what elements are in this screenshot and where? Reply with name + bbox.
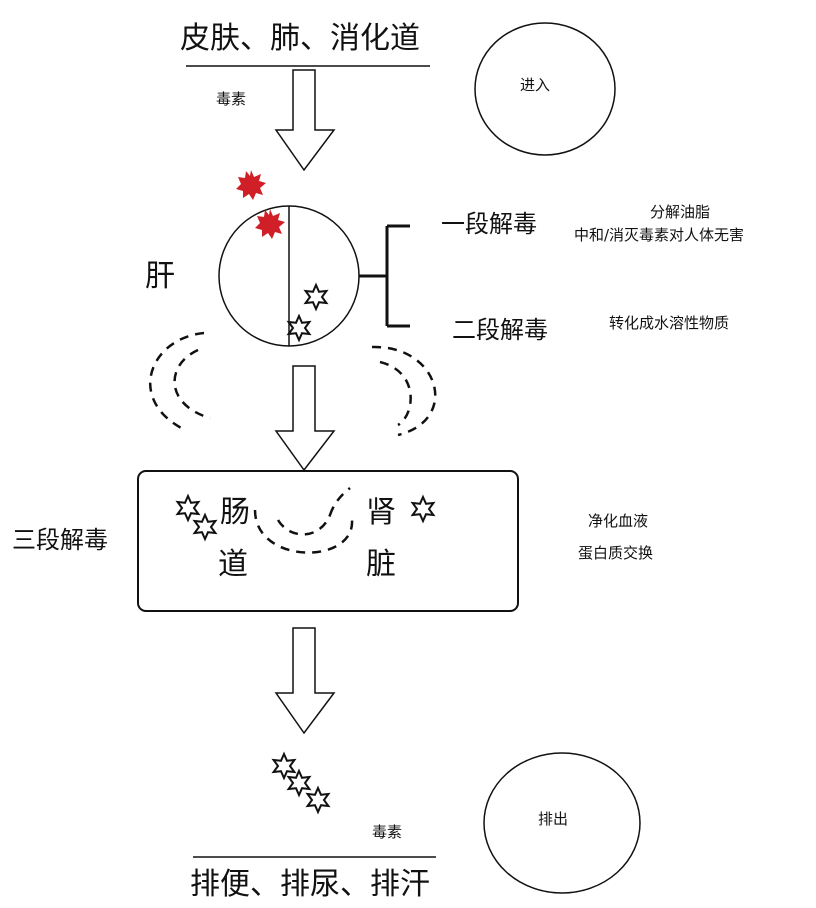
- exit-circle: [483, 752, 641, 894]
- toxin-burst-icon: [306, 787, 330, 813]
- kidney-label-line1: 肾: [366, 495, 396, 530]
- toxin-burst-icon: [193, 514, 217, 540]
- toxin-burst-icon: [176, 495, 200, 521]
- phase1-label: 一段解毒: [441, 210, 537, 238]
- phase3-box: [137, 470, 519, 612]
- intestine-label-line2: 道: [218, 547, 248, 582]
- kidney-label-line2: 脏: [366, 547, 396, 582]
- red-toxin-icon: [236, 170, 266, 200]
- intestine-label-line1: 肠: [220, 495, 250, 530]
- entry-routes-title: 皮肤、肺、消化道: [180, 21, 420, 56]
- phase3-note-1: 净化血液: [588, 512, 649, 530]
- flow-arrow-2: [274, 365, 336, 472]
- flow-arrow-3: [274, 627, 336, 735]
- toxin-burst-icon: [287, 770, 311, 796]
- toxin-burst-icon: [304, 284, 328, 310]
- entry-circle-label: 进入: [520, 76, 551, 94]
- entry-circle: [474, 22, 616, 156]
- dashed-return-arc-right: [371, 345, 437, 437]
- toxin-burst-icon: [411, 496, 435, 522]
- dashed-return-arc-left: [149, 331, 211, 432]
- exit-toxin-label: 毒素: [372, 823, 403, 841]
- phase2-label: 二段解毒: [452, 316, 548, 344]
- flow-arrow-1: [274, 69, 336, 172]
- toxin-burst-icon: [272, 753, 296, 779]
- red-toxin-icon: [255, 209, 285, 239]
- phase3-note-2: 蛋白质交换: [578, 544, 654, 562]
- dashed-gut-kidney-link: [253, 487, 354, 554]
- phase3-label: 三段解毒: [12, 526, 108, 554]
- phase-bracket: [359, 224, 410, 328]
- entry-toxin-label: 毒素: [216, 90, 247, 108]
- phase2-note: 转化成水溶性物质: [609, 314, 730, 332]
- phase1-note-1: 分解油脂: [650, 203, 711, 221]
- phase1-note-2: 中和/消灭毒素对人体无害: [574, 226, 745, 244]
- liver-label: 肝: [145, 259, 175, 294]
- exit-circle-label: 排出: [538, 810, 569, 828]
- toxin-burst-icon: [287, 315, 311, 341]
- exit-routes-title: 排便、排尿、排汗: [190, 867, 430, 902]
